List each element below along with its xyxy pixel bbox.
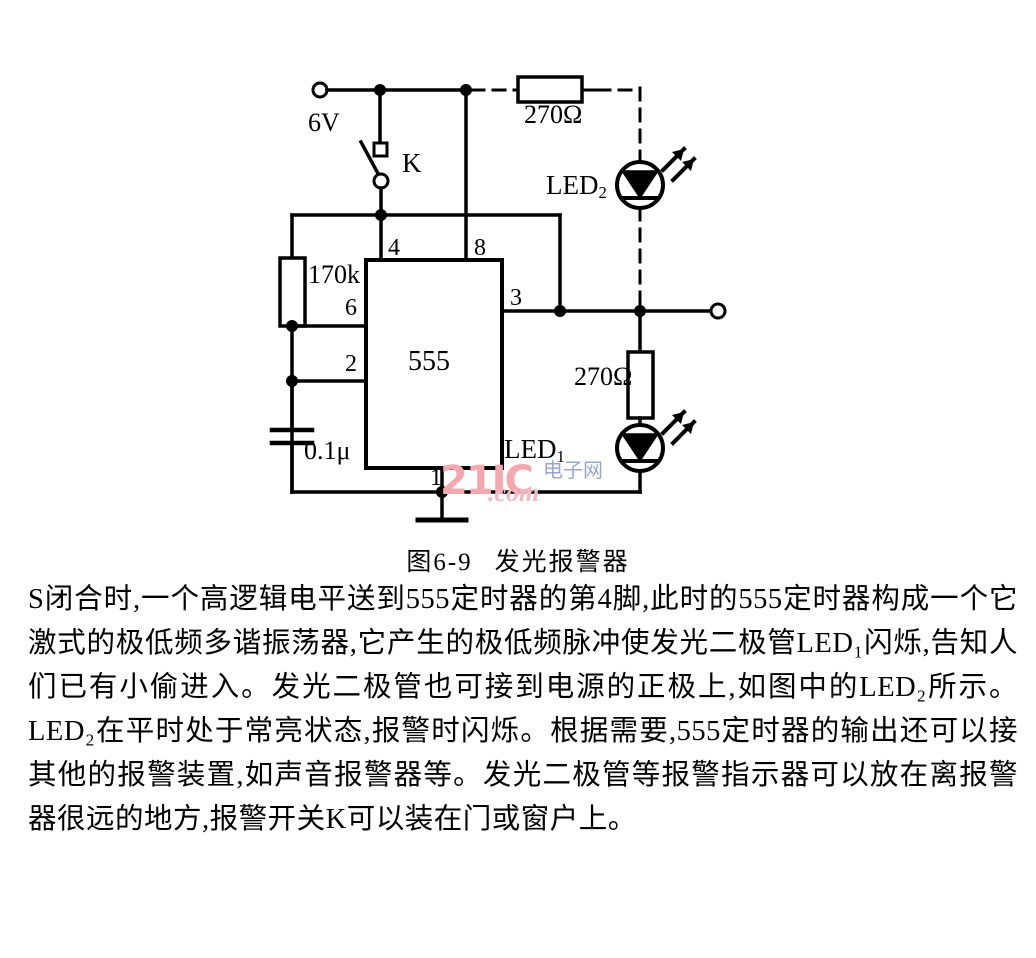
label-pin-2: 2 bbox=[345, 351, 357, 377]
switch-terminal-lower bbox=[372, 172, 390, 190]
label-led1: LED1 bbox=[504, 436, 565, 466]
label-resistor-170k: 170k bbox=[308, 260, 360, 289]
label-led1-subscript: 1 bbox=[556, 447, 565, 467]
supply-terminal-6v bbox=[311, 81, 329, 99]
figure-caption: 图6-9 发光报警器 bbox=[0, 542, 1036, 578]
label-capacitor-0p1u: 0.1μ bbox=[304, 436, 351, 465]
figure-caption-title: 发光报警器 bbox=[494, 549, 630, 576]
output-terminal bbox=[709, 302, 727, 320]
body-text: S闭合时,一个高逻辑电平送到555定时器的第4脚,此时的555定时器构成一个它激… bbox=[28, 578, 1018, 842]
led1-diode-triangle bbox=[620, 433, 660, 463]
junction-output-bus bbox=[554, 305, 566, 317]
label-pin-3: 3 bbox=[510, 285, 522, 311]
label-pin-8: 8 bbox=[474, 235, 486, 261]
figure-caption-number: 图6-9 bbox=[406, 549, 473, 576]
label-supply-voltage: 6V bbox=[308, 108, 340, 137]
label-pin-6: 6 bbox=[345, 295, 357, 321]
circuit-diagram: 6V K 270Ω 170k 0.1μ 270Ω 555 4 8 3 6 2 1… bbox=[269, 75, 727, 523]
label-resistor-270-led2: 270Ω bbox=[524, 100, 583, 129]
schematic-svg bbox=[269, 75, 727, 523]
label-led1-text: LED bbox=[504, 434, 557, 464]
led2-light-arrows bbox=[660, 146, 697, 183]
label-pin-1: 1 bbox=[430, 465, 442, 491]
body-paragraph: S闭合时,一个高逻辑电平送到555定时器的第4脚,此时的555定时器构成一个它激… bbox=[28, 584, 1018, 835]
label-pin-4: 4 bbox=[388, 235, 400, 261]
ic-555-body bbox=[364, 258, 504, 470]
label-resistor-270-led1: 270Ω bbox=[574, 362, 633, 391]
label-switch-k: K bbox=[402, 148, 422, 178]
led1-light-arrows bbox=[660, 409, 697, 446]
label-led2: LED2 bbox=[546, 172, 607, 202]
junction-pin4-bus bbox=[375, 209, 387, 221]
label-led2-text: LED bbox=[546, 170, 599, 200]
resistor-170k bbox=[278, 256, 307, 328]
label-led2-subscript: 2 bbox=[598, 183, 607, 203]
label-ic-555: 555 bbox=[408, 346, 450, 377]
resistor-270-led2 bbox=[516, 75, 584, 104]
resistor-270-led1 bbox=[626, 350, 655, 420]
switch-terminal-upper bbox=[372, 141, 389, 158]
led2-diode-triangle bbox=[620, 170, 660, 200]
